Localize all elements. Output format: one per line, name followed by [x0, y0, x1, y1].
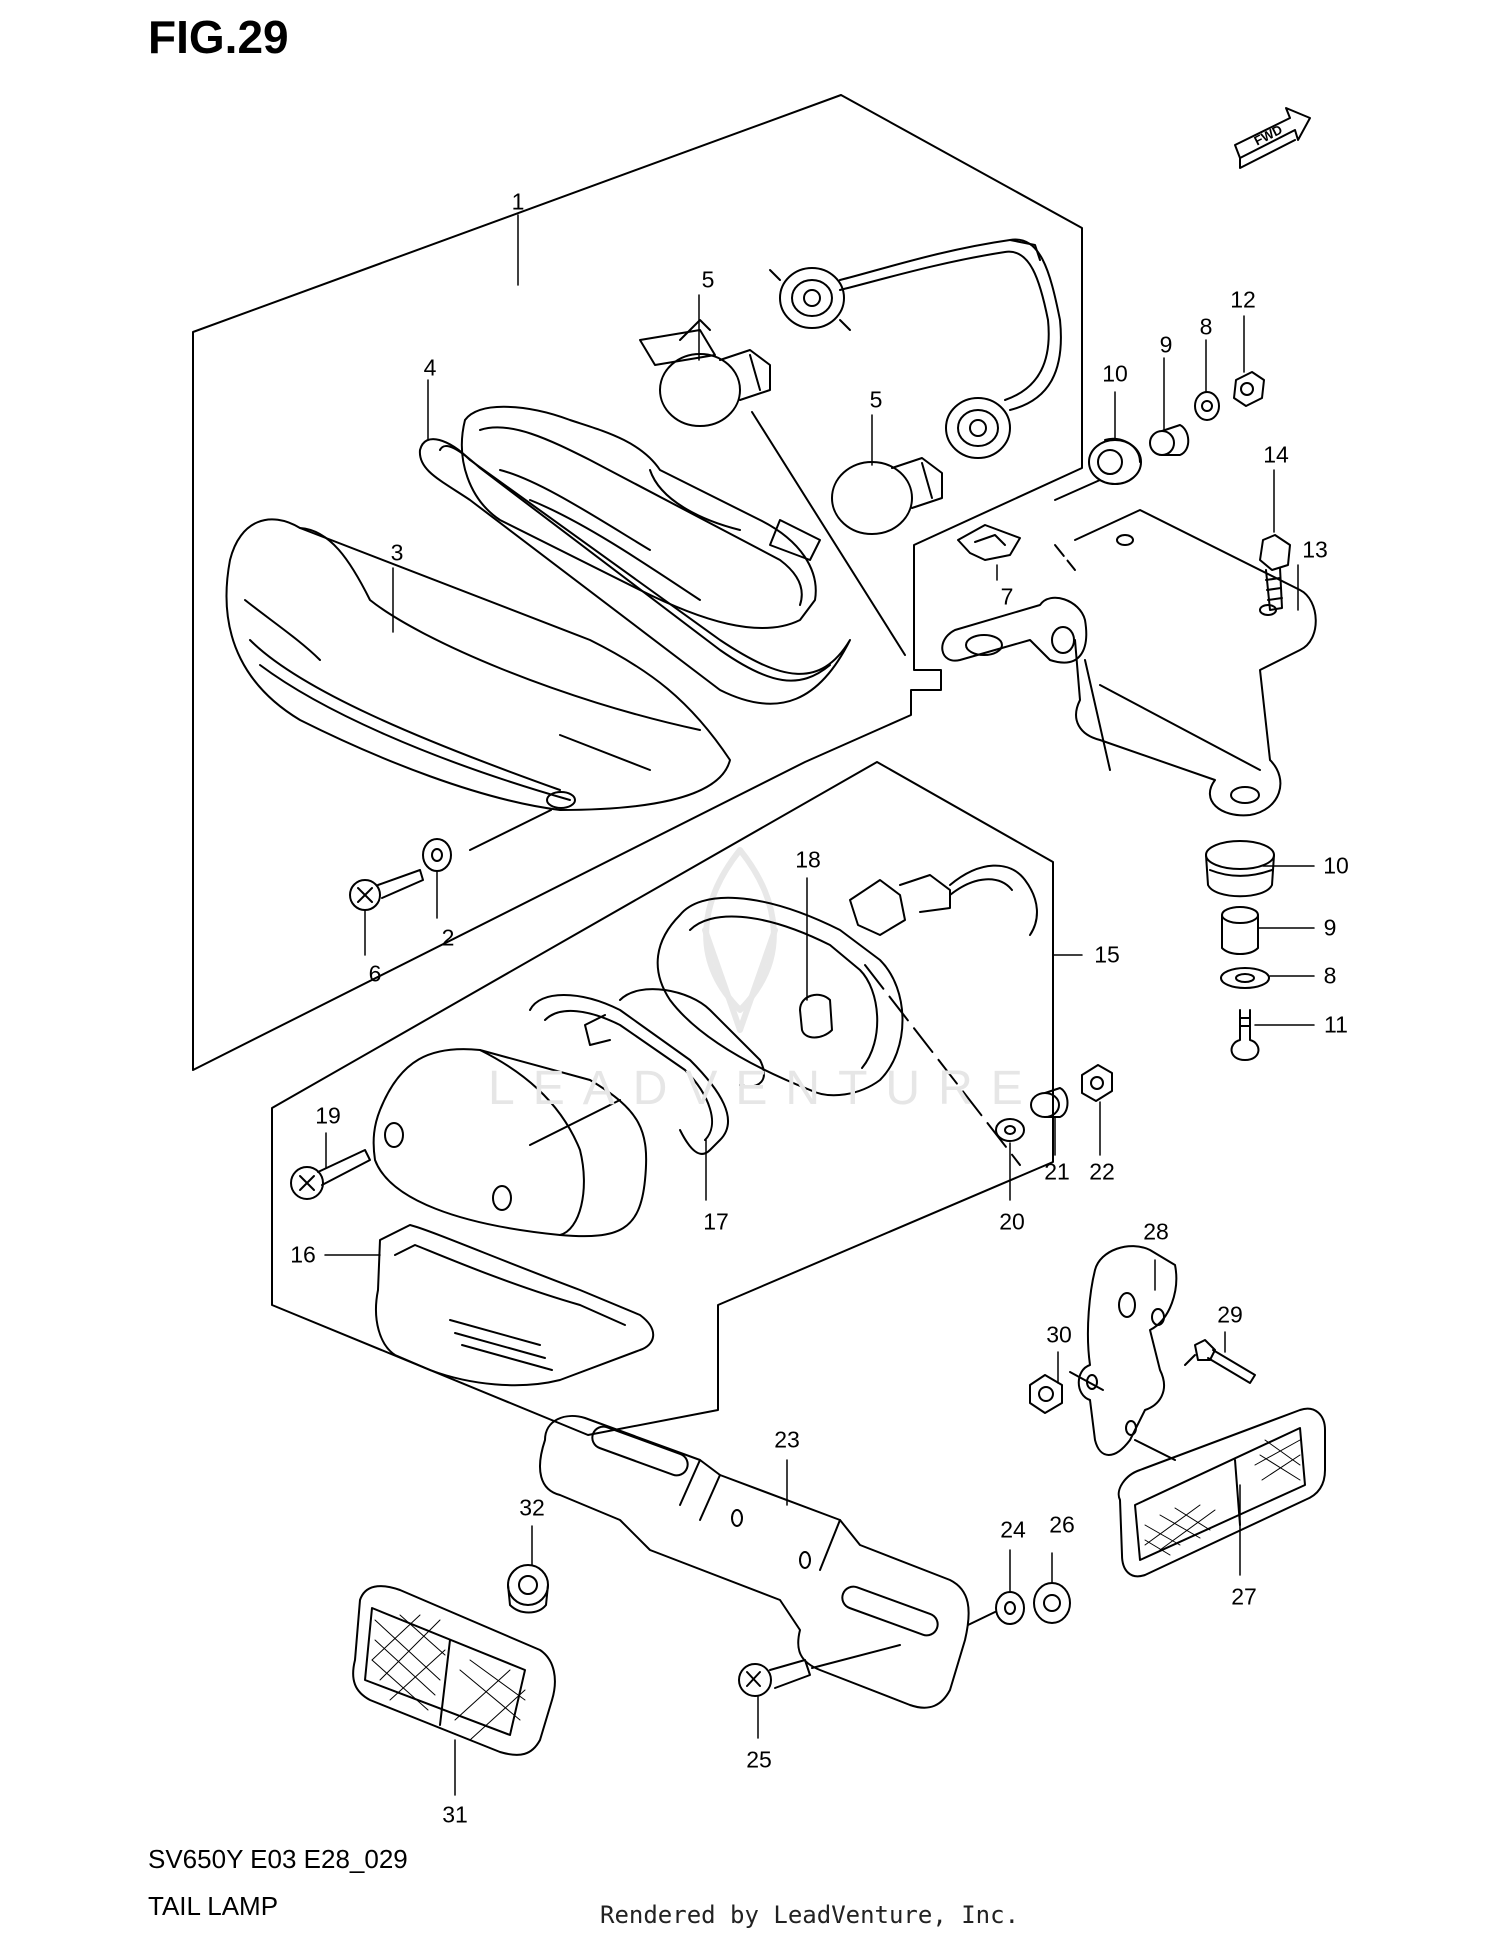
part-23-plate-bracket: [540, 1416, 969, 1708]
callout-2[interactable]: 2: [441, 924, 455, 951]
part-4-gasket: [420, 439, 850, 704]
part-16-reflector: [376, 1225, 653, 1385]
callout-11[interactable]: 11: [1324, 1011, 1348, 1038]
part-24-washer: [996, 1592, 1024, 1624]
callout-leaders: [325, 215, 1314, 1795]
part-7-clip: [958, 525, 1020, 560]
part-2-washer: [423, 839, 451, 871]
part-9-collar-lower: [1222, 907, 1258, 954]
part-30-nut: [1030, 1375, 1062, 1413]
leader-bracket-upper: [1055, 480, 1100, 500]
callout-5a[interactable]: 5: [701, 266, 715, 293]
watermark-logo: [705, 850, 775, 1030]
callout-32[interactable]: 32: [519, 1494, 545, 1521]
callout-30[interactable]: 30: [1046, 1321, 1072, 1348]
callout-16[interactable]: 16: [290, 1241, 316, 1268]
callout-13[interactable]: 13: [1302, 536, 1328, 563]
callout-31[interactable]: 31: [442, 1801, 468, 1828]
callout-14[interactable]: 14: [1263, 441, 1289, 468]
callout-8a[interactable]: 8: [1199, 313, 1213, 340]
callout-29[interactable]: 29: [1217, 1301, 1243, 1328]
callout-19[interactable]: 19: [315, 1102, 341, 1129]
part-31-reflector: [353, 1586, 555, 1755]
callout-25[interactable]: 25: [746, 1746, 772, 1773]
callout-9b[interactable]: 9: [1323, 914, 1337, 941]
callout-10b[interactable]: 10: [1323, 852, 1349, 879]
part-28-stay: [1070, 1246, 1176, 1460]
part-20-washer: [996, 1119, 1024, 1141]
diagram-code: SV650Y E03 E28_029: [148, 1844, 408, 1874]
part-18-bulb: [800, 995, 832, 1038]
part-12-nut-upper: [1234, 372, 1264, 406]
part-10-grommet-lower: [1206, 841, 1274, 896]
socket-upper: [770, 268, 850, 330]
callout-21[interactable]: 21: [1044, 1158, 1070, 1185]
part-13-bracket: [942, 510, 1315, 815]
part-11-bolt: [1232, 1010, 1259, 1060]
part-26-nut: [1034, 1583, 1070, 1623]
part-21-collar: [1031, 1088, 1068, 1117]
callout-9a[interactable]: 9: [1159, 331, 1173, 358]
callout-27[interactable]: 27: [1231, 1583, 1257, 1610]
callout-6[interactable]: 6: [368, 960, 382, 987]
diagram-subtitle: TAIL LAMP: [148, 1891, 279, 1921]
assembly-outline-1: [193, 95, 1082, 1070]
rendered-by-credit: Rendered by LeadVenture, Inc.: [600, 1901, 1020, 1929]
callout-10a[interactable]: 10: [1102, 360, 1128, 387]
part-9-collar-upper: [1150, 425, 1188, 455]
callout-17[interactable]: 17: [703, 1208, 729, 1235]
figure-title: FIG.29: [148, 11, 289, 63]
part-25-bolt: [739, 1645, 900, 1696]
callout-26[interactable]: 26: [1049, 1511, 1075, 1538]
part-17-gasket: [530, 995, 728, 1154]
part-8-washer-lower: [1221, 968, 1269, 988]
callout-7[interactable]: 7: [1000, 583, 1014, 610]
leader-housing: [752, 412, 905, 655]
watermark-text: LEADVENTURE: [488, 1062, 1041, 1115]
part-5-bulb-upper: [660, 350, 770, 426]
part-19-screw: [291, 1150, 370, 1199]
callout-20[interactable]: 20: [999, 1208, 1025, 1235]
part-29-screw: [1185, 1340, 1255, 1383]
part-19-lens-cover: [374, 1049, 647, 1236]
callout-8b[interactable]: 8: [1323, 962, 1337, 989]
callout-15[interactable]: 15: [1094, 941, 1120, 968]
callout-5b[interactable]: 5: [869, 386, 883, 413]
part-32-nut: [508, 1565, 548, 1613]
fwd-arrow-icon: [1235, 108, 1310, 168]
callout-24[interactable]: 24: [1000, 1516, 1026, 1543]
part-5-bulb-lower: [832, 458, 942, 534]
callout-22[interactable]: 22: [1089, 1158, 1115, 1185]
leader-plate-fastener: [968, 1612, 995, 1625]
part-27-reflector: [1119, 1409, 1325, 1577]
callout-23[interactable]: 23: [774, 1426, 800, 1453]
callout-1[interactable]: 1: [511, 188, 525, 215]
callout-28[interactable]: 28: [1143, 1218, 1169, 1245]
part-14-bolt: [1260, 535, 1290, 610]
part-8-washer-upper: [1195, 392, 1219, 420]
part-1-housing: [462, 320, 820, 628]
wiring-harness: [840, 240, 1061, 410]
callout-3[interactable]: 3: [390, 539, 404, 566]
part-22-nut: [1082, 1065, 1112, 1101]
callout-18[interactable]: 18: [795, 846, 821, 873]
part-6-screw: [350, 870, 423, 910]
callout-4[interactable]: 4: [423, 354, 437, 381]
part-15-lamp-housing: [585, 898, 1020, 1165]
part-10-grommet-upper: [1089, 439, 1141, 484]
callout-12[interactable]: 12: [1230, 286, 1256, 313]
lamp-socket-wire: [850, 866, 1037, 935]
part-3-lens: [226, 519, 730, 850]
assembly-outline-2: [272, 762, 1053, 1435]
socket-lower: [946, 398, 1010, 458]
